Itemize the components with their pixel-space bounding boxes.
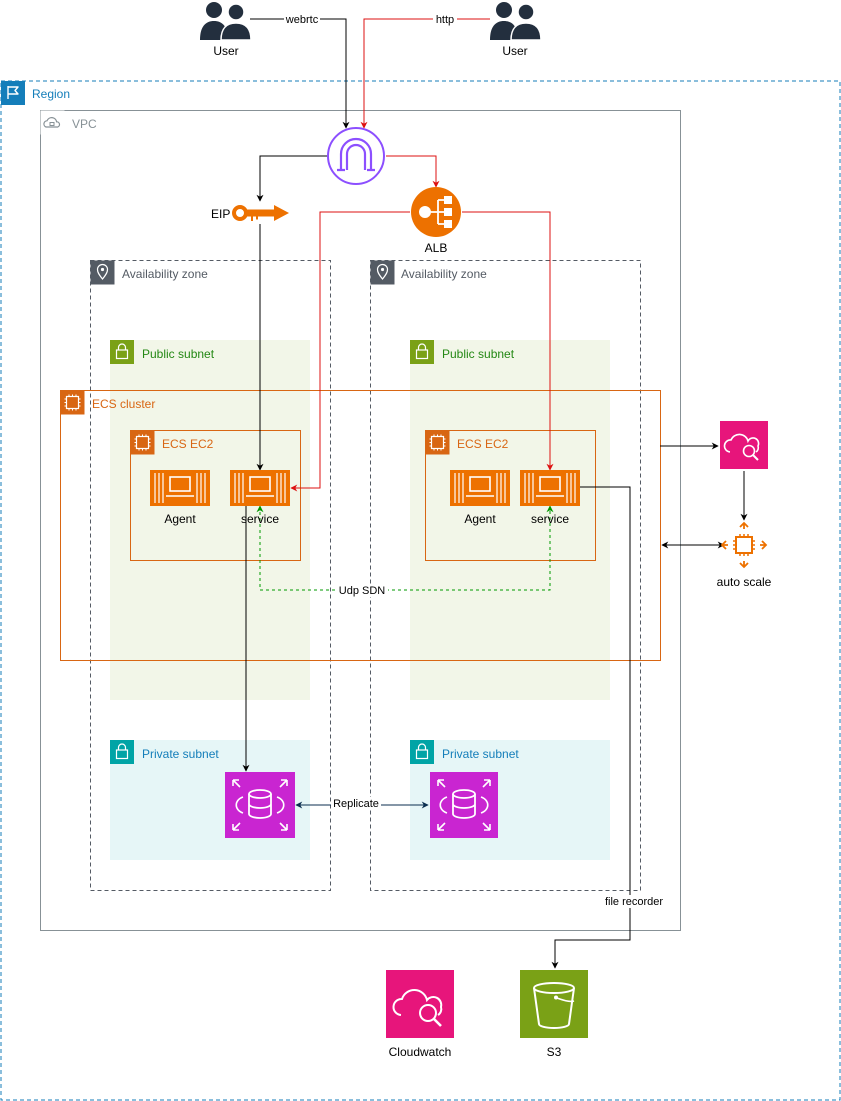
svg-text:webrtc: webrtc	[285, 14, 319, 26]
vpc-label: VPC	[72, 117, 97, 131]
cloudwatch-label: Cloudwatch	[389, 1045, 452, 1059]
user-left: User	[200, 2, 252, 58]
ec2-container-icon	[450, 470, 510, 506]
public-subnet-left: Public subnet	[110, 340, 310, 700]
ecs-chip-icon	[130, 430, 155, 455]
subnet-lock-icon	[110, 740, 134, 764]
region-group: Region	[0, 80, 841, 1101]
users-icon	[490, 2, 542, 41]
edge-label-udp: Udp SDN	[336, 584, 388, 597]
ecs-ec2-right-group: ECS EC2	[425, 430, 596, 561]
public-subnet-left-label: Public subnet	[142, 347, 215, 361]
agent-left-label: Agent	[164, 512, 196, 526]
private-subnet-left-label: Private subnet	[142, 747, 219, 761]
svg-text:Replicate: Replicate	[333, 798, 379, 810]
public-subnet-right-label: Public subnet	[442, 347, 515, 361]
service-right-label: service	[531, 512, 569, 526]
internet-gateway-icon	[327, 127, 385, 185]
database-right	[430, 772, 498, 838]
edge-alb-service-left	[290, 211, 410, 492]
agent-right: Agent	[450, 470, 510, 526]
vpc-group: VPC	[40, 110, 681, 931]
availability-zone-pin-icon	[90, 260, 115, 285]
ec2-container-icon	[520, 470, 580, 506]
cloudwatch-right	[720, 421, 768, 469]
alb-node: ALB	[411, 187, 461, 255]
ecs-chip-icon	[60, 390, 85, 415]
auto-scale-icon	[720, 521, 768, 569]
agent-right-label: Agent	[464, 512, 496, 526]
cloudwatch-icon	[386, 970, 454, 1038]
edge-label-replicate: Replicate	[331, 797, 381, 810]
az-left-label: Availability zone	[122, 267, 208, 281]
ecs-ec2-right-label: ECS EC2	[457, 437, 509, 451]
ecs-ec2-left-label: ECS EC2	[162, 437, 214, 451]
service-right: service	[520, 470, 580, 526]
s3-node: S3	[520, 970, 588, 1059]
az-right-group: Availability zone	[370, 260, 641, 891]
internet-gateway	[327, 127, 385, 185]
cloudwatch-icon	[720, 421, 768, 469]
public-subnet-right: Public subnet	[410, 340, 610, 700]
database-icon	[225, 772, 295, 838]
cloudwatch-bottom: Cloudwatch	[386, 970, 454, 1059]
users-icon	[200, 2, 252, 41]
elastic-ip-icon	[232, 205, 289, 221]
subnet-lock-icon	[410, 740, 434, 764]
ec2-container-icon	[150, 470, 210, 506]
s3-bucket-icon	[520, 970, 588, 1038]
edge-label-webrtc: webrtc	[284, 12, 320, 26]
edge-label-http: http	[433, 12, 457, 26]
ecs-cluster-label: ECS cluster	[92, 397, 155, 411]
edge-label-file-recorder: file recorder	[602, 895, 666, 908]
alb-label: ALB	[425, 241, 448, 255]
ecs-chip-icon	[425, 430, 450, 455]
service-left-label: service	[241, 512, 279, 526]
eip-node: EIP	[211, 205, 289, 221]
svg-text:Udp SDN: Udp SDN	[339, 585, 386, 597]
auto-scale-node: auto scale	[717, 521, 772, 589]
subnet-lock-icon	[110, 340, 134, 364]
load-balancer-icon	[411, 187, 461, 237]
edge-http	[360, 18, 490, 129]
s3-label: S3	[547, 1045, 562, 1059]
availability-zone-pin-icon	[370, 260, 395, 285]
vpc-cloud-icon	[40, 110, 65, 135]
private-subnet-right-label: Private subnet	[442, 747, 519, 761]
ecs-cluster-group: ECS cluster	[60, 390, 661, 661]
database-icon	[430, 772, 498, 838]
svg-text:file recorder: file recorder	[605, 896, 663, 908]
user-right-label: User	[502, 44, 527, 58]
edge-file-recorder	[551, 486, 631, 969]
region-flag-icon	[1, 81, 25, 105]
edge-alb-service-right	[462, 211, 554, 471]
az-right-label: Availability zone	[401, 267, 487, 281]
az-left-group: Availability zone	[90, 260, 331, 891]
eip-label: EIP	[211, 207, 230, 221]
database-left	[225, 772, 295, 838]
edge-gateway-eip	[256, 155, 330, 202]
region-label: Region	[32, 87, 70, 101]
ec2-container-icon	[230, 470, 290, 506]
agent-left: Agent	[150, 470, 210, 526]
user-right: User	[490, 2, 542, 58]
edge-udp-sdn	[256, 505, 554, 591]
ecs-ec2-left-group: ECS EC2	[130, 430, 301, 561]
subnet-lock-icon	[410, 340, 434, 364]
service-left: service	[230, 470, 290, 526]
edge-gateway-alb	[386, 155, 440, 188]
svg-text:http: http	[436, 14, 454, 26]
auto-scale-label: auto scale	[717, 575, 772, 589]
user-left-label: User	[213, 44, 238, 58]
edge-webrtc	[250, 18, 350, 129]
